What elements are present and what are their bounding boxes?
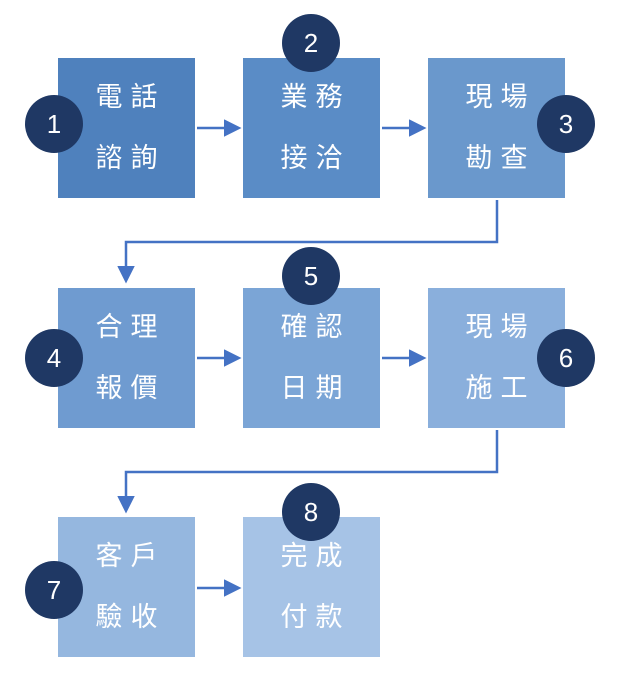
step-8-badge: 8 <box>282 483 340 541</box>
step-1-badge: 1 <box>25 95 83 153</box>
step-4-badge: 4 <box>25 329 83 387</box>
step-2-line-2: 接洽 <box>280 143 351 174</box>
step-7-line-1: 客戶 <box>95 541 166 572</box>
step-3-line-2: 勘查 <box>465 143 536 174</box>
step-3-badge: 3 <box>537 95 595 153</box>
step-5-line-2: 日期 <box>280 373 351 404</box>
step-box-7: 客戶 驗收 <box>58 517 195 657</box>
step-8-line-2: 付款 <box>280 602 351 633</box>
step-1-line-1: 電話 <box>95 82 166 113</box>
step-4-line-2: 報價 <box>95 373 166 404</box>
step-4-line-1: 合理 <box>95 312 166 343</box>
step-box-5: 確認 日期 <box>243 288 380 428</box>
step-2-line-1: 業務 <box>280 82 351 113</box>
step-7-badge: 7 <box>25 561 83 619</box>
step-box-1: 電話 諮詢 <box>58 58 195 198</box>
step-3-line-1: 現場 <box>465 82 536 113</box>
arrow-6-to-7 <box>117 430 499 514</box>
step-7-line-2: 驗收 <box>95 602 166 633</box>
step-6-line-1: 現場 <box>465 312 536 343</box>
step-8-line-1: 完成 <box>280 541 351 572</box>
step-box-2: 業務 接洽 <box>243 58 380 198</box>
step-2-badge: 2 <box>282 14 340 72</box>
step-5-line-1: 確認 <box>280 312 351 343</box>
step-1-line-2: 諮詢 <box>95 143 166 174</box>
arrow-3-to-4 <box>117 200 499 284</box>
step-6-badge: 6 <box>537 329 595 387</box>
step-5-badge: 5 <box>282 247 340 305</box>
step-6-line-2: 施工 <box>465 373 536 404</box>
